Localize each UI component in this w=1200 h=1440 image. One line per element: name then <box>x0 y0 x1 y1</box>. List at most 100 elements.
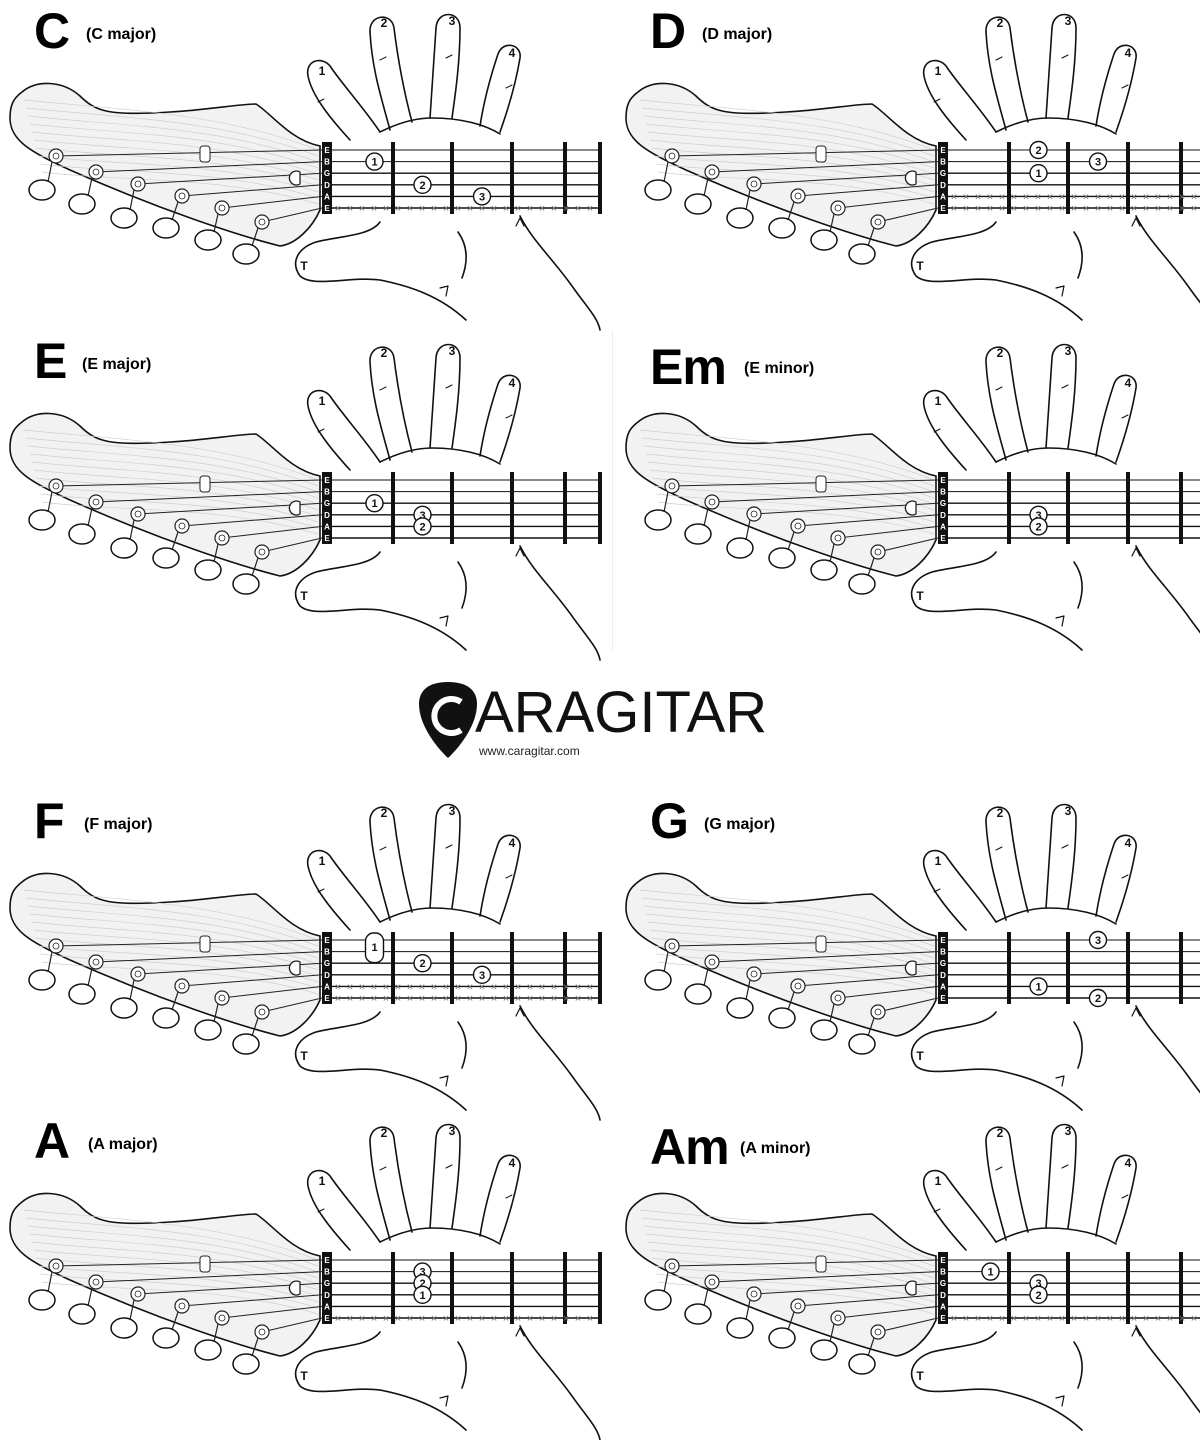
muted-string-mark: × <box>587 993 593 1005</box>
thumb-label: T <box>916 1049 924 1063</box>
finger-dot-label: 1 <box>371 157 377 169</box>
muted-string-mark: × <box>563 203 569 215</box>
chord-diagram: 1234TEBGDAE××××××××××××××××××××××132 <box>616 1110 1200 1440</box>
muted-string-mark: × <box>1191 203 1197 215</box>
muted-string-mark: × <box>515 981 521 993</box>
muted-string-mark: × <box>443 981 449 993</box>
finger-label-1: 1 <box>935 854 942 868</box>
muted-string-mark: × <box>1071 191 1077 203</box>
muted-string-mark: × <box>419 203 425 215</box>
muted-string-mark: × <box>1143 1313 1149 1325</box>
muted-string-mark: × <box>1035 203 1041 215</box>
finger-dot-label: 1 <box>1035 981 1041 993</box>
nut-string-label: D <box>324 971 330 980</box>
muted-string-mark: × <box>1119 203 1125 215</box>
chord-diagram: 1234TEBGDAE32 <box>616 330 1200 660</box>
muted-string-mark: × <box>999 203 1005 215</box>
nut-string-label: B <box>324 1268 330 1277</box>
finger-label-4: 4 <box>509 376 516 390</box>
muted-string-mark: × <box>419 981 425 993</box>
muted-string-mark: × <box>1179 1313 1185 1325</box>
muted-string-mark: × <box>479 1313 485 1325</box>
muted-string-mark: × <box>491 203 497 215</box>
nut-string-label: E <box>324 1314 330 1323</box>
nut-string-label: E <box>940 1256 946 1265</box>
nut-string-label: A <box>324 522 330 531</box>
muted-string-mark: × <box>1143 191 1149 203</box>
muted-string-mark: × <box>1011 1313 1017 1325</box>
muted-string-mark: × <box>1167 191 1173 203</box>
chord-panel-g: G(G major)1234TEBGDAE312 <box>616 790 1200 1120</box>
muted-string-mark: × <box>975 203 981 215</box>
finger-dot-label: 1 <box>419 1290 425 1302</box>
muted-string-mark: × <box>419 1313 425 1325</box>
finger-label-2: 2 <box>997 16 1004 30</box>
muted-string-mark: × <box>1107 1313 1113 1325</box>
muted-string-mark: × <box>503 203 509 215</box>
muted-string-mark: × <box>503 1313 509 1325</box>
guitar-neck: EBGDAE××××××××××××××××××××××××××××××××××… <box>322 932 602 1005</box>
muted-string-mark: × <box>527 993 533 1005</box>
muted-string-mark: × <box>1083 203 1089 215</box>
thumb-label: T <box>300 259 308 273</box>
finger-label-2: 2 <box>381 806 388 820</box>
muted-string-mark: × <box>587 981 593 993</box>
muted-string-mark: × <box>467 1313 473 1325</box>
muted-string-mark: × <box>951 1313 957 1325</box>
guitar-neck: EBGDAE <box>938 472 1200 544</box>
finger-label-1: 1 <box>319 1174 326 1188</box>
finger-dot-label: 2 <box>1095 993 1101 1005</box>
finger-dot-label: 1 <box>371 498 377 510</box>
muted-string-mark: × <box>1047 191 1053 203</box>
muted-string-mark: × <box>1119 1313 1125 1325</box>
muted-string-mark: × <box>1167 203 1173 215</box>
muted-string-mark: × <box>431 1313 437 1325</box>
nut-string-label: E <box>324 994 330 1003</box>
muted-string-mark: × <box>527 1313 533 1325</box>
nut-string-label: D <box>940 971 946 980</box>
muted-string-mark: × <box>551 981 557 993</box>
muted-string-mark: × <box>527 203 533 215</box>
muted-string-mark: × <box>1179 203 1185 215</box>
muted-string-mark: × <box>491 981 497 993</box>
muted-string-mark: × <box>1155 191 1161 203</box>
thumb-label: T <box>300 1369 308 1383</box>
muted-string-mark: × <box>515 993 521 1005</box>
nut-string-label: B <box>324 948 330 957</box>
chord-panel-e: E(E major)1234TEBGDAE132 <box>0 330 600 660</box>
finger-label-4: 4 <box>1125 376 1132 390</box>
muted-string-mark: × <box>1035 191 1041 203</box>
muted-string-mark: × <box>1107 191 1113 203</box>
finger-label-3: 3 <box>1065 804 1072 818</box>
muted-string-mark: × <box>515 1313 521 1325</box>
column-divider <box>612 330 613 650</box>
nut-string-label: B <box>940 488 946 497</box>
nut-string-label: A <box>940 982 946 991</box>
muted-string-mark: × <box>1059 191 1065 203</box>
nut-string-label: A <box>940 1302 946 1311</box>
nut-string-label: D <box>324 181 330 190</box>
nut-string-label: B <box>940 158 946 167</box>
muted-string-mark: × <box>539 1313 545 1325</box>
muted-string-mark: × <box>455 981 461 993</box>
chord-diagram: 1234TEBGDAE132 <box>0 330 600 660</box>
muted-string-mark: × <box>443 993 449 1005</box>
muted-string-mark: × <box>575 1313 581 1325</box>
finger-label-3: 3 <box>1065 14 1072 28</box>
muted-string-mark: × <box>467 203 473 215</box>
finger-label-3: 3 <box>1065 1124 1072 1138</box>
muted-string-mark: × <box>335 993 341 1005</box>
muted-string-mark: × <box>395 993 401 1005</box>
finger-label-4: 4 <box>509 1156 516 1170</box>
muted-string-mark: × <box>383 993 389 1005</box>
muted-string-mark: × <box>383 203 389 215</box>
muted-string-mark: × <box>1191 1313 1197 1325</box>
nut-string-label: G <box>324 959 330 968</box>
finger-label-4: 4 <box>1125 1156 1132 1170</box>
muted-string-mark: × <box>1023 1313 1029 1325</box>
finger-dot-label: 2 <box>419 180 425 192</box>
muted-string-mark: × <box>443 203 449 215</box>
finger-label-1: 1 <box>935 394 942 408</box>
